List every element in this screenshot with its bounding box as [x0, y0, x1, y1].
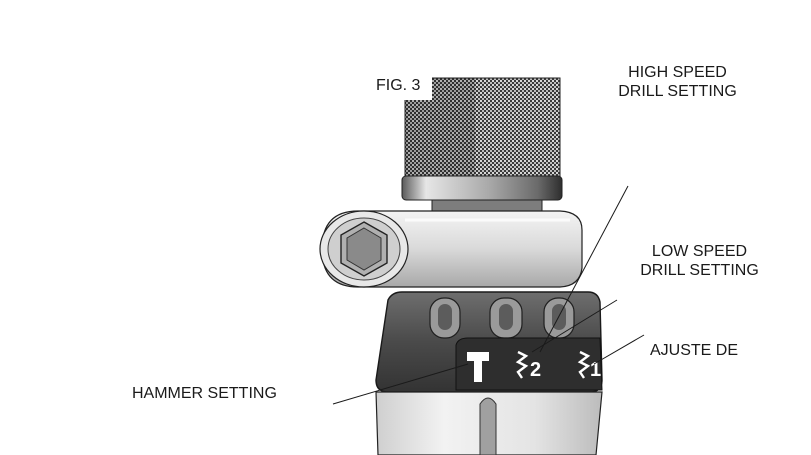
- high-speed-line-1: HIGH SPEED: [628, 64, 727, 81]
- low-speed-line-2: DRILL SETTING: [640, 262, 759, 279]
- leader-lines: [332, 185, 645, 405]
- drill-bit-icon: [515, 350, 591, 379]
- high-speed-line-2: DRILL SETTING: [618, 83, 737, 100]
- low-speed-line-1: LOW SPEED: [651, 243, 748, 260]
- high-speed-callout: HIGH SPEED DRILL SETTING: [600, 63, 755, 101]
- low-speed-callout: LOW SPEED DRILL SETTING: [622, 242, 777, 280]
- mode-dial: 2 1: [375, 291, 603, 393]
- drill-body: [375, 391, 603, 455]
- fig-label-backdrop: [370, 68, 432, 100]
- figure-label: FIG. 3: [376, 77, 421, 94]
- hammer-setting-icon: [467, 352, 489, 382]
- speed-2-mark: 2: [530, 359, 541, 381]
- speed-1-mark: 1: [590, 359, 601, 381]
- side-handle-collar: [319, 210, 583, 288]
- hammer-callout: HAMMER SETTING: [132, 385, 277, 402]
- ajuste-callout: AJUSTE DE: [650, 342, 739, 359]
